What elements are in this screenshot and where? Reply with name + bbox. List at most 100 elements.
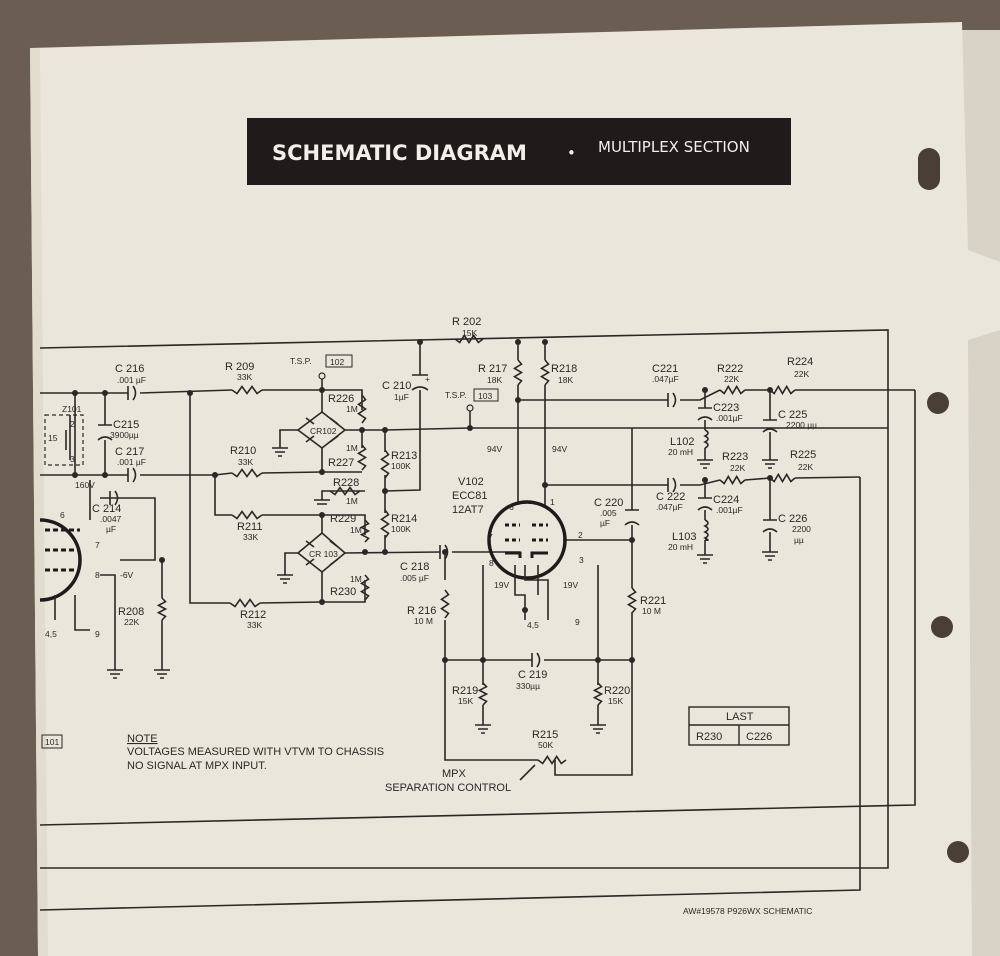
capacitor-c224 <box>697 497 713 511</box>
capacitor-c210 <box>411 374 429 391</box>
l103-value: 20 mH <box>668 542 693 552</box>
c220-ref: C 220 <box>594 497 623 509</box>
capacitor-c223 <box>697 407 713 421</box>
resistor-r202 <box>454 334 484 344</box>
resistor-r216 <box>440 589 450 619</box>
resistor-r209 <box>231 385 263 395</box>
capacitor-c217 <box>127 467 137 483</box>
mpx-label: MPX <box>442 768 467 780</box>
ground-icon <box>154 669 170 679</box>
r226-value: 1M <box>346 404 358 414</box>
c210-ref: C 210 <box>382 380 411 392</box>
r226-ref: R226 <box>328 393 354 405</box>
capacitor-c222 <box>667 477 677 493</box>
resistor-r215 <box>537 755 567 765</box>
r216-ref: R 216 <box>407 605 436 617</box>
r210-ref: R210 <box>230 445 256 457</box>
resistor-r214 <box>380 509 390 539</box>
voltage-19v-left: 19V <box>494 580 509 590</box>
capacitor-c221 <box>667 392 677 408</box>
capacitor-c219 <box>531 652 541 668</box>
ground-symbols <box>107 429 778 734</box>
diode-bridge-cr102 <box>296 410 347 450</box>
r214-value: 100K <box>391 524 411 534</box>
r218-ref: R218 <box>551 363 577 375</box>
r227-value: 1M <box>346 443 358 453</box>
v102-pin: 4,5 <box>527 620 539 630</box>
c226-unit: µµ <box>794 535 804 545</box>
l102-value: 20 mH <box>668 447 693 457</box>
ground-icon <box>314 490 330 505</box>
l102-ref: L102 <box>670 436 694 448</box>
c226-value: 2200 <box>792 524 811 534</box>
c210-value: 1µF <box>394 392 409 402</box>
capacitor-c220 <box>624 509 640 526</box>
page-left-shadow <box>30 48 48 956</box>
last-resistor: R230 <box>696 731 722 743</box>
r211-value: 33K <box>243 532 258 542</box>
l103-ref: L103 <box>672 531 696 543</box>
r211-ref: R211 <box>237 521 262 533</box>
c220-unit: µF <box>600 518 610 528</box>
note-heading: NOTE <box>127 733 158 745</box>
capacitors <box>97 374 778 668</box>
r219-ref: R219 <box>452 685 478 697</box>
c226-ref: C 226 <box>778 513 807 525</box>
r230-value: 1M <box>350 574 362 584</box>
c216-ref: C 216 <box>115 363 144 375</box>
punch-hole <box>931 616 953 638</box>
r229-value: 1M <box>350 525 362 535</box>
capacitor-c225 <box>762 419 778 433</box>
z101-pin: 2 <box>70 419 75 429</box>
resistor-r224 <box>769 384 796 396</box>
r215-ref: R215 <box>532 729 558 741</box>
r229-ref: R229 <box>330 513 356 525</box>
potentiometer-wiper <box>519 764 536 781</box>
last-capacitor: C226 <box>746 731 772 743</box>
cr102-label: CR102 <box>310 426 337 436</box>
voltage-94v-pin1: 94V <box>552 444 567 454</box>
resistor-r229 <box>359 519 371 543</box>
c217-value: .001 µF <box>117 457 146 467</box>
separation-control-label: SEPARATION CONTROL <box>385 782 511 794</box>
r215-value: 50K <box>538 740 553 750</box>
z101-pin: 3 <box>70 454 75 464</box>
capacitor-c216 <box>127 385 137 401</box>
c224-value: .001µF <box>716 505 743 515</box>
c223-ref: C223 <box>713 402 739 414</box>
r217-value: 18K <box>487 375 502 385</box>
ground-icon <box>475 724 491 734</box>
ground-icon <box>697 459 713 469</box>
z101-pin: 15 <box>48 433 58 443</box>
c225-value: 2200 µµ <box>786 420 817 430</box>
v102-type1: ECC81 <box>452 490 487 502</box>
punch-hole <box>918 148 940 190</box>
ground-icon <box>697 554 713 564</box>
ground-icon <box>762 459 778 469</box>
test-points: T.S.P. 102 T.S.P. 103 101 <box>41 354 499 749</box>
c225-ref: C 225 <box>778 409 807 421</box>
c220-value: .005 <box>600 508 617 518</box>
v102-pin: 6 <box>509 502 514 512</box>
capacitor-c215 <box>97 424 113 441</box>
inductor-l103 <box>703 519 709 542</box>
r223-value: 22K <box>730 463 745 473</box>
resistor-r213 <box>380 449 390 479</box>
r221-ref: R221 <box>640 595 666 607</box>
v102-type2: 12AT7 <box>452 504 484 516</box>
c215-ref: C215 <box>113 419 139 431</box>
resistor-r230 <box>359 574 371 601</box>
capacitor-c226 <box>762 519 778 533</box>
r216-value: 10 M <box>414 616 433 626</box>
c223-value: .001µF <box>716 413 743 423</box>
diode-bridge-cr103 <box>296 531 347 574</box>
r220-ref: R220 <box>604 685 630 697</box>
transformer-z101: Z101 2 15 3 <box>44 404 84 466</box>
title: SCHEMATIC DIAGRAM <box>272 141 527 165</box>
v102-pin: 7 <box>488 532 493 542</box>
resistor-r227 <box>356 444 368 471</box>
note-line-2: NO SIGNAL AT MPX INPUT. <box>127 760 267 772</box>
r209-value: 33K <box>237 372 252 382</box>
c218-value: .005 µF <box>400 573 429 583</box>
resistor-r226 <box>357 394 367 424</box>
